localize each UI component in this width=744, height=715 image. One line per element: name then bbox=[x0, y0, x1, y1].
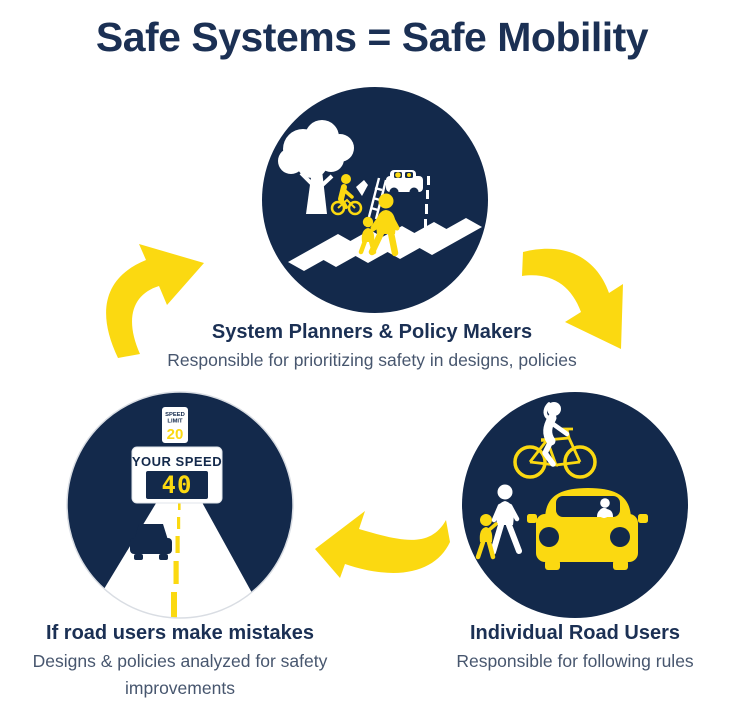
road-users-node bbox=[462, 392, 688, 618]
speed-limit-text-line1: SPEED bbox=[165, 412, 185, 418]
mistakes-description: Designs & policies analyzed for safety i… bbox=[32, 651, 328, 699]
planners-label: System Planners & Policy Makers bbox=[211, 321, 533, 343]
car-silhouette-icon bbox=[130, 524, 172, 560]
speed-limit-value: 20 bbox=[167, 426, 184, 443]
bike-rider-icon bbox=[542, 402, 570, 467]
bicycle-icon bbox=[513, 427, 597, 479]
lane-markings-icon bbox=[424, 176, 430, 229]
center-line-icon bbox=[171, 502, 181, 618]
child-pedestrian-icon bbox=[475, 514, 498, 560]
planners-description: Responsible for prioritizing safety in d… bbox=[167, 350, 577, 370]
street-scene-icon bbox=[278, 120, 482, 271]
car-side-icon bbox=[386, 170, 423, 197]
planners-circle bbox=[262, 87, 488, 313]
planners-label-block: System Planners & Policy Makers Responsi… bbox=[0, 320, 744, 374]
mistakes-circle-border bbox=[66, 391, 294, 619]
car-front-icon bbox=[527, 488, 648, 570]
road-users-icon bbox=[475, 402, 648, 570]
planners-node bbox=[262, 87, 488, 313]
road-icon bbox=[84, 495, 268, 618]
road-users-description: Responsible for following rules bbox=[456, 651, 694, 671]
tree-icon bbox=[278, 120, 354, 214]
page-title: Safe Systems = Safe Mobility bbox=[95, 14, 649, 60]
speed-limit-text-line2: LIMIT bbox=[167, 419, 183, 425]
your-speed-value: 40 bbox=[162, 471, 193, 499]
your-speed-display: YOUR SPEED 40 bbox=[131, 446, 223, 504]
mistakes-node: SPEED LIMIT 20 YOUR SPEED 40 bbox=[66, 391, 294, 619]
road-users-label-block: Individual Road Users Responsible for fo… bbox=[425, 621, 725, 675]
adult-pedestrian-icon bbox=[490, 484, 522, 555]
arrow-mistakes-to-planners-icon bbox=[106, 244, 204, 358]
arrow-planners-to-users-icon bbox=[522, 248, 623, 349]
mistakes-label: If road users make mistakes bbox=[46, 622, 314, 644]
driver-icon bbox=[597, 498, 613, 519]
pedestrians-icon bbox=[358, 193, 400, 257]
arrow-users-to-mistakes-icon bbox=[315, 511, 450, 578]
speed-feedback-scene-icon: SPEED LIMIT 20 YOUR SPEED 40 bbox=[84, 405, 268, 618]
crossing-sign-icon bbox=[356, 180, 368, 196]
your-speed-label: YOUR SPEED bbox=[132, 454, 222, 469]
road-users-label: Individual Road Users bbox=[469, 622, 681, 644]
cycle-arrows bbox=[106, 244, 623, 578]
speed-limit-sign: SPEED LIMIT 20 bbox=[160, 405, 190, 445]
cyclist-icon bbox=[330, 174, 363, 216]
mistakes-label-block: If road users make mistakes Designs & po… bbox=[30, 621, 330, 702]
